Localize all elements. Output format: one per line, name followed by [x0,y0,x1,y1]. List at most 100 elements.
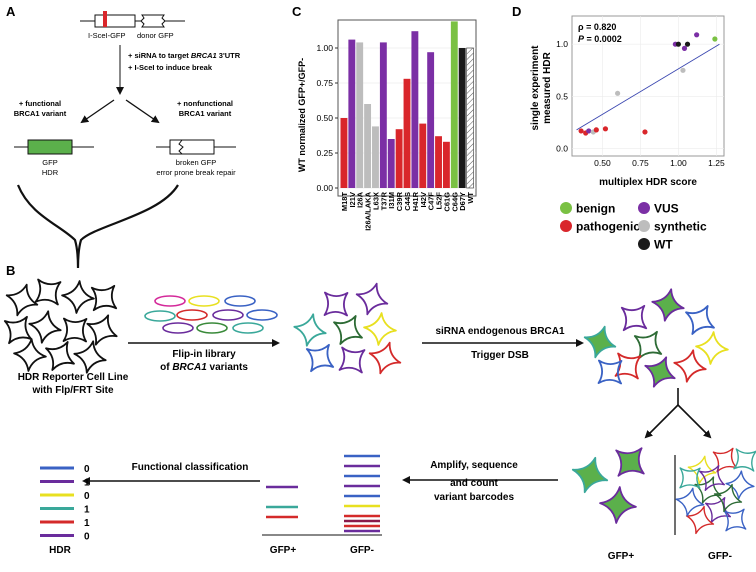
scatter-y-tick-label: 1.0 [556,39,568,49]
bar-chart-x-tick-label: C61G [442,192,451,212]
plasmid-ring [246,309,278,321]
plasmid-ring [232,322,264,334]
brace [16,184,179,269]
bar-chart-x-tick-label: C44S [403,192,412,211]
p-annotation: P = 0.0002 [578,34,622,44]
hdr-value: 1 [84,478,90,489]
reporter-label: I-SceI-GFP [88,31,126,40]
bar-l63x [372,126,379,188]
bar-chart-y-tick-label: 0.75 [316,78,333,88]
gfp-negative-cell [712,447,738,473]
gfp-positive-cell [571,456,609,494]
scatter-y-label-2: measured HDR [542,51,553,123]
variant-cell [293,313,327,347]
gfp-negative-cell [723,508,747,532]
plasmid-ring [212,309,244,321]
rho-annotation: ρ = 0.820 [578,22,616,32]
hdr-value: 0 [84,491,90,502]
scatter-x-label: multiplex HDR score [599,177,697,188]
step-isce: + I-SceI to induce break [128,63,213,72]
broken-gfp-box [169,139,215,155]
bar-chart-x-tick-label: C47F [427,192,436,211]
legend-label-vus: VUS [654,202,679,216]
scatter-point-wt [675,41,682,47]
isce-site [103,11,107,27]
scatter-x-tick-label: 1.00 [670,158,687,168]
bar-i26a-laka [364,104,372,188]
legend-dot-benign [560,202,572,214]
bar-chart-y-tick-label: 0.50 [316,113,333,123]
bar-chart-x-tick-label: C39R [395,191,404,211]
scatter-point-vus [694,32,700,38]
bar-chart-x-tick-label: I42V [419,192,428,207]
post-dsb-cell [651,288,685,322]
post-dsb-cell [633,330,663,360]
functional-label-1: + functional [19,99,61,108]
gfp-negative-cell [694,476,722,504]
gfp-negative-cells [675,447,756,535]
variant-cell [305,343,335,373]
bar-h41r [411,31,419,189]
scatter-point-benign [712,36,718,42]
variant-cell [323,291,349,317]
reporter-cell [86,314,118,346]
bar-chart: 0.000.250.500.751.00 M18TI21VI26AI26A/LA… [297,19,477,231]
bar-chart-x-tick-label: M18T [340,192,349,212]
bar-c61g [442,141,450,188]
hdr-value: 1 [84,518,90,529]
gfp-negative-cell [679,467,701,489]
nonfunctional-label-1: + nonfunctional [177,99,233,108]
scatter-x-tick-label: 0.50 [594,158,611,168]
plasmid-ring [176,309,208,321]
scatter-point-pathogenic [602,126,609,132]
variant-cell [338,346,366,374]
reporter-cell [90,284,118,312]
gfp-negative-cell [687,455,717,485]
plasmid-ring [224,295,256,307]
bar-chart-y-tick-label: 0.25 [316,148,333,158]
bar-c64g [450,21,458,189]
hdr-value: 1 [84,505,90,516]
cell-line-label-1: HDR Reporter Cell Line [18,372,129,383]
scatter-point-synthetic [615,90,621,96]
gfp-label: GFP [42,158,57,167]
variant-cell [368,341,402,375]
gfp-negative-cell [725,470,755,500]
scatter-x-tick-label: 0.75 [632,158,649,168]
bar-c39r [395,129,403,188]
bar-chart-x-tick-label: H41R [411,191,420,211]
legend-dot-vus [638,202,650,214]
step-sirna: + siRNA to target BRCA1 3'UTR [128,51,241,60]
functional-classification-label: Functional classification [132,462,249,473]
broken-gfp-label: broken GFP [176,158,216,167]
donor-gfp-box [140,14,166,28]
bar-chart-x-tick-label: L52F [435,192,444,210]
plasmid-library [144,295,278,334]
panel-b: HDR Reporter Cell Line with Flp/FRT Site… [3,278,756,562]
gfp-neg-sort-label: GFP- [708,551,732,562]
legend-label-wt: WT [654,238,673,252]
post-dsb-cell [673,349,707,383]
plasmid-ring [162,322,194,334]
amplify-label-1: Amplify, sequence [430,460,518,471]
bar-chart-x-tick-label: WT [466,192,475,204]
functional-label-2: BRCA1 variant [14,109,67,118]
variant-cell [355,282,389,316]
bar-m18t [340,118,348,188]
post-dsb-cell-cluster [583,288,729,388]
post-dsb-cell [695,331,729,365]
reporter-cell [28,310,62,344]
sirna-label: siRNA endogenous BRCA1 [435,326,565,337]
plasmid-ring [154,295,186,307]
bar-c47f [427,52,435,189]
reporter-cell [45,341,75,371]
panel-a: I-SceI-GFP donor GFP + siRNA to target B… [14,11,241,269]
bar-chart-x-tick-label: I31M [387,192,396,209]
panel-label-b: B [6,263,15,278]
legend-dot-wt [638,238,650,250]
post-dsb-cell [685,305,715,335]
scatter-y-tick-label: 0.0 [556,144,568,154]
